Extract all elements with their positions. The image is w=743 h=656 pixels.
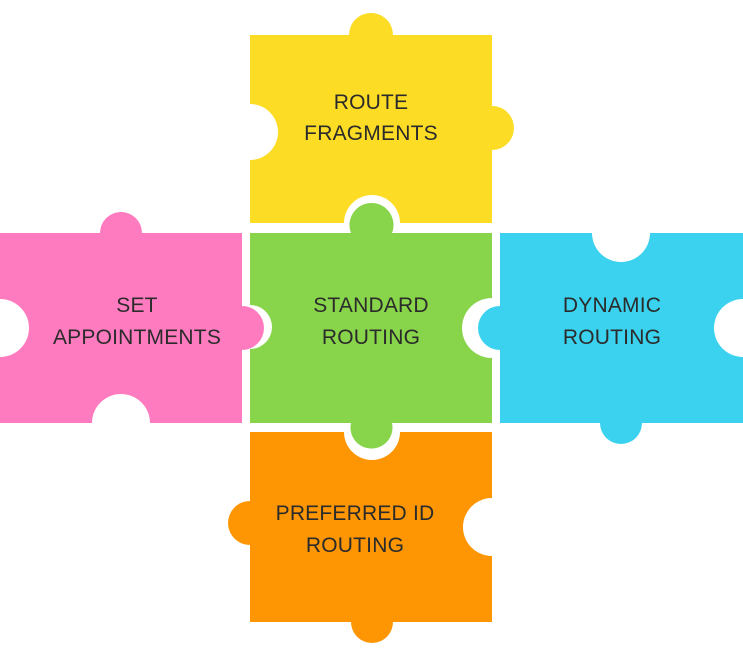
puzzle-piece-preferred-id-routing: PREFERRED ID ROUTING [228,432,492,643]
piece-label-line1: SET [116,294,157,317]
puzzle-piece-route-fragments: ROUTE FRAGMENTS [250,12,514,224]
puzzle-piece-set-appointments: SET APPOINTMENTS [0,212,264,423]
piece-label-line2: APPOINTMENTS [53,326,221,349]
piece-label-line2: ROUTING [322,326,420,349]
piece-label-line2: ROUTING [563,326,661,349]
piece-label-line1: ROUTE [334,91,409,114]
puzzle-piece-dynamic-routing: DYNAMIC ROUTING [478,233,743,444]
puzzle-piece-shape [250,12,514,224]
piece-label-line1: DYNAMIC [563,294,661,317]
puzzle-piece-shape [250,203,492,449]
puzzle-piece-shape [0,212,264,423]
piece-label-line2: FRAGMENTS [304,122,438,145]
puzzle-piece-shape [228,432,492,643]
piece-label-line1: PREFERRED ID [276,502,435,525]
piece-label-line2: ROUTING [306,534,404,557]
puzzle-piece-standard-routing: STANDARD ROUTING [250,203,492,449]
piece-label-line1: STANDARD [313,294,429,317]
puzzle-piece-shape [478,233,743,444]
